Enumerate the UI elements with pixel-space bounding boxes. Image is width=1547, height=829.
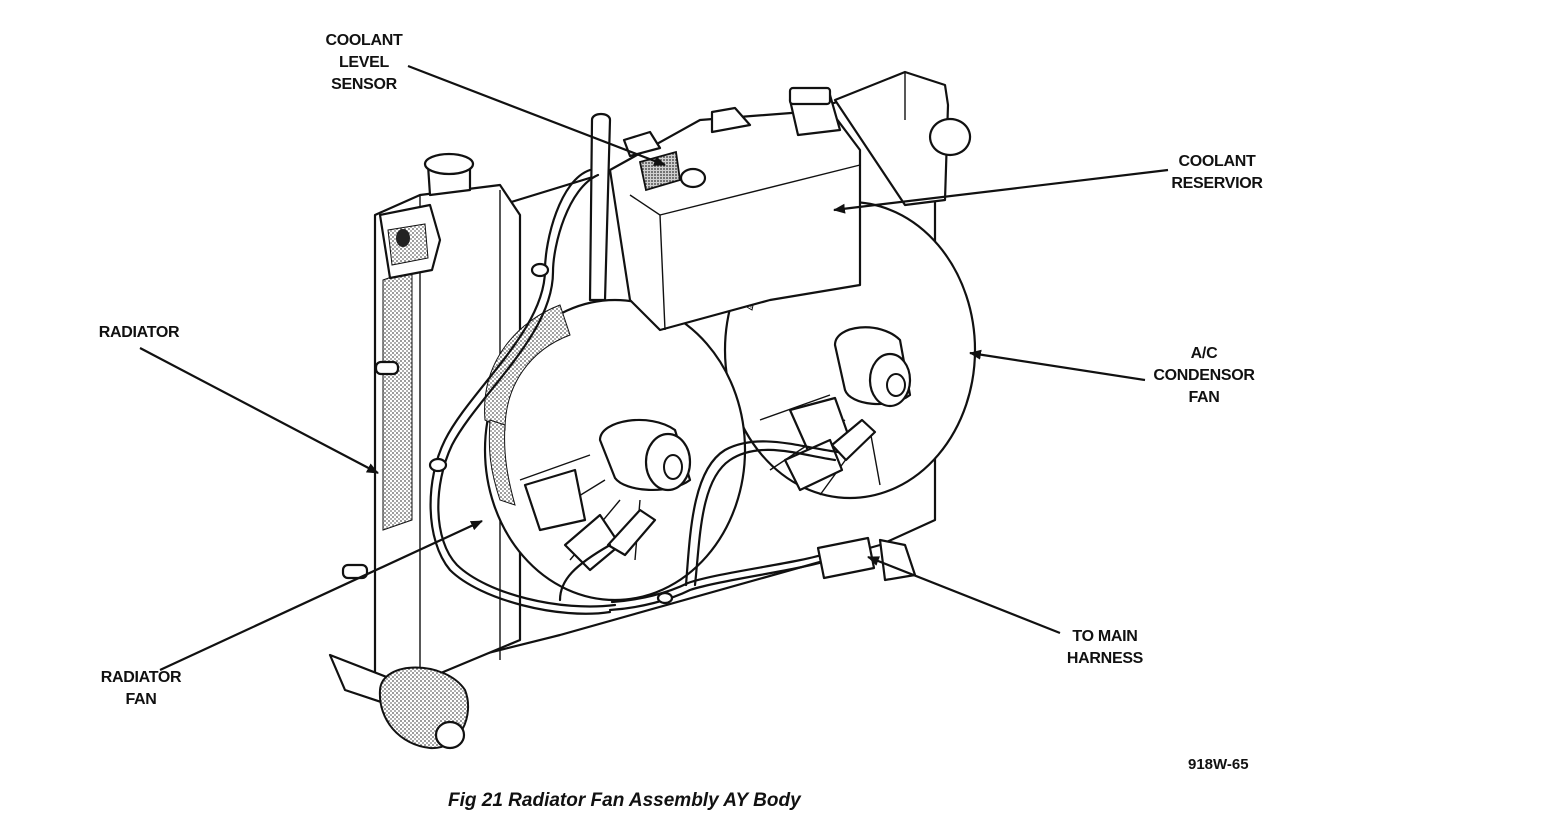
label-radiator-fan: RADIATOR FAN: [84, 667, 198, 711]
leader-radiator: [139, 347, 379, 474]
label-line: RESERVIOR: [1171, 175, 1263, 192]
leader-radiator-fan: [159, 520, 483, 671]
label-ac-condensor-fan: A/C CONDENSOR FAN: [1140, 343, 1268, 409]
leader-coolant-reservior: [833, 168, 1169, 214]
radiator-fan: [483, 298, 747, 602]
label-to-main-harness: TO MAIN HARNESS: [1050, 626, 1160, 670]
leader-ac-condensor-fan: [969, 349, 1146, 382]
leader-to-main-harness: [867, 555, 1061, 635]
label-line: FAN: [1188, 389, 1220, 406]
figure-reference-code: 918W-65: [1188, 756, 1249, 773]
wiring-harness: [428, 168, 876, 615]
label-radiator: RADIATOR: [82, 322, 196, 344]
leader-coolant-level-sensor: [407, 64, 666, 167]
label-line: HARNESS: [1066, 650, 1144, 667]
label-line: CONDENSOR: [1153, 367, 1255, 384]
label-line: COOLANT: [1178, 153, 1256, 170]
label-line: RADIATOR: [98, 324, 180, 341]
label-line: TO MAIN: [1072, 628, 1138, 645]
label-line: FAN: [125, 691, 157, 708]
label-line: LEVEL: [338, 54, 390, 71]
label-line: COOLANT: [325, 32, 403, 49]
label-line: RADIATOR: [100, 669, 182, 686]
label-line: SENSOR: [331, 76, 397, 93]
figure-caption: Fig 21 Radiator Fan Assembly AY Body: [448, 790, 801, 811]
label-coolant-reservior: COOLANT RESERVIOR: [1160, 151, 1274, 195]
label-line: A/C: [1190, 345, 1218, 362]
leader-lines: [139, 64, 1169, 671]
label-coolant-level-sensor: COOLANT LEVEL SENSOR: [308, 30, 420, 96]
